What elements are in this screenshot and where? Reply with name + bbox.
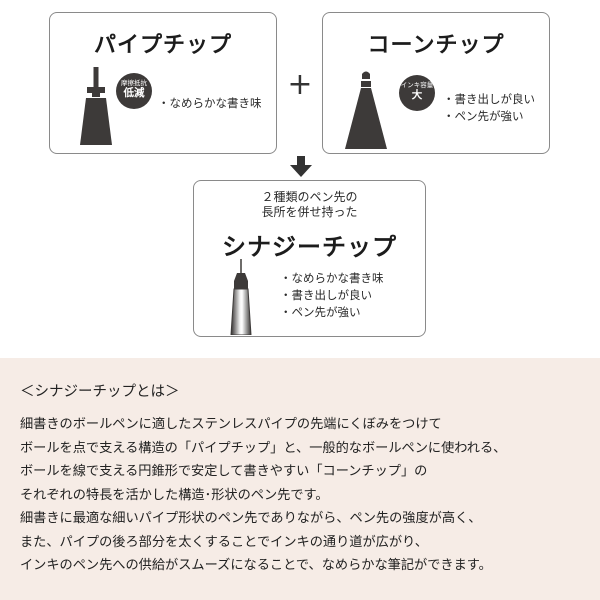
feature-item: ・書き出しが良い: [443, 92, 535, 106]
badge-small-text: 摩擦抵抗: [121, 79, 147, 87]
cone-tip-icon: [345, 71, 387, 149]
cone-tip-features: ・書き出しが良い ・ペン先が強い: [443, 91, 535, 125]
explanation-line: また、パイプの後ろ部分を太くすることでインキの通り道が広がり、: [20, 534, 428, 550]
cone-tip-title: コーンチップ: [367, 33, 505, 58]
explanation-title: ＜シナジーチップとは＞: [20, 384, 180, 400]
synergy-tip-card: ２種類のペン先の 長所を併せ持った シナジーチップ ・なめらかな書き味 ・書き出…: [193, 180, 426, 337]
cone-tip-card: コーンチップ インキ容量 大 ・書き出しが良い ・ペン先が強い: [322, 12, 550, 154]
pipe-tip-card: パイプチップ 摩擦抵抗 低減 ・なめらかな書き味: [49, 12, 277, 154]
feature-item: ・書き出しが良い: [280, 288, 372, 302]
feature-item: ・なめらかな書き味: [158, 96, 262, 110]
badge-large-text: 低減: [123, 87, 145, 99]
explanation-line: ボールを点で支える構造の「パイプチップ」と、一般的なボールペンに使われる、: [20, 440, 507, 456]
synergy-tip-title: シナジーチップ: [222, 233, 397, 261]
explanation-line: 細書きのボールペンに適したステンレスパイプの先端にくぼみをつけて: [20, 417, 442, 432]
pipe-tip-features: ・なめらかな書き味: [158, 95, 262, 112]
down-arrow-icon: [290, 156, 312, 177]
explanation-line: インキのペン先への供給がスムーズになることで、なめらかな筆記ができます。: [20, 558, 492, 573]
synergy-tip-features: ・なめらかな書き味 ・書き出しが良い ・ペン先が強い: [280, 270, 384, 321]
synergy-intro-line-2: 長所を併せ持った: [261, 205, 358, 219]
explanation-line: それぞれの特長を活かした構造･形状のペン先です。: [20, 487, 329, 503]
synergy-intro-line-1: ２種類のペン先の: [261, 190, 358, 204]
friction-reduction-badge: 摩擦抵抗 低減: [116, 73, 152, 109]
feature-item: ・ペン先が強い: [443, 109, 524, 123]
feature-item: ・なめらかな書き味: [280, 271, 384, 285]
explanation-line: 細書きに最適な細いパイプ形状のペン先でありながら、ペン先の強度が高く、: [20, 511, 482, 526]
feature-item: ・ペン先が強い: [280, 305, 361, 319]
plus-sign: +: [287, 67, 313, 102]
explanation-section: ＜シナジーチップとは＞ 細書きのボールペンに適したステンレスパイプの先端にくぼみ…: [0, 358, 600, 600]
explanation-line: ボールを線で支える円錐形で安定して書きやすい「コーンチップ」の: [20, 464, 428, 479]
pipe-tip-title: パイプチップ: [93, 33, 232, 58]
ink-capacity-badge: インキ容量 大: [399, 75, 435, 111]
badge-large-text: 大: [411, 89, 423, 101]
synergy-tip-icon: [230, 259, 252, 335]
explanation-body: 細書きのボールペンに適したステンレスパイプの先端にくぼみをつけて ボールを点で支…: [20, 413, 590, 578]
pipe-tip-icon: [80, 67, 112, 145]
badge-small-text: インキ容量: [400, 81, 434, 89]
